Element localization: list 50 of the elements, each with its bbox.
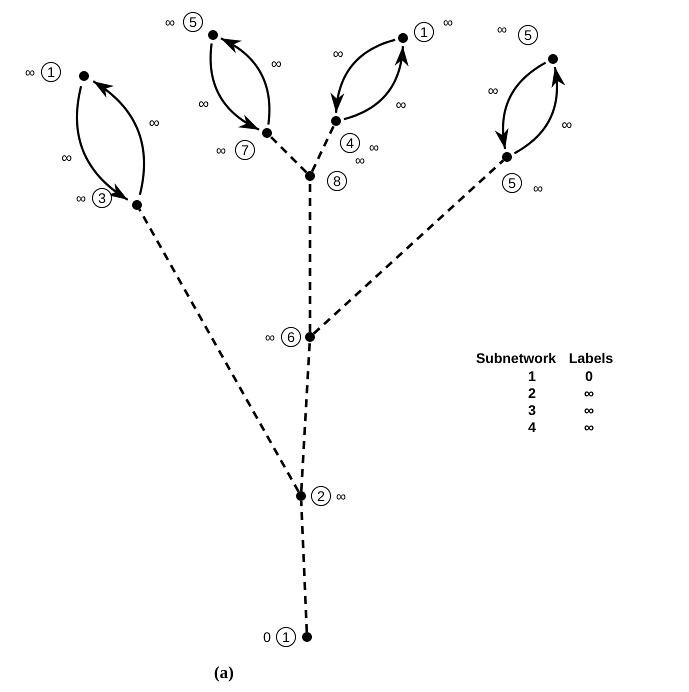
node-number: 5: [183, 12, 203, 32]
dashed-line: [310, 124, 336, 172]
curved-arrow: [330, 38, 396, 114]
table-cell: ∞: [584, 385, 594, 401]
table-cell: 2: [528, 385, 536, 401]
node-number: 7: [235, 140, 255, 160]
node-number: 6: [281, 327, 301, 347]
node-number: 1: [276, 627, 296, 647]
node-value: ∞: [265, 329, 275, 345]
curved-arrow: [220, 37, 270, 125]
node-number: 5: [518, 25, 538, 45]
table-cell: 4: [528, 419, 536, 435]
curved-arrow: [514, 66, 566, 154]
dashed-line: [308, 181, 312, 332]
node-value: ∞: [336, 488, 346, 504]
dashed-line: [300, 342, 312, 492]
node-number: 1: [414, 22, 434, 42]
table-cell: 3: [528, 402, 536, 418]
table-cell: ∞: [584, 402, 594, 418]
node-number: 2: [311, 486, 331, 506]
node-number: 5: [502, 173, 522, 193]
node-value: 0: [263, 629, 271, 645]
curved-arrow: [76, 86, 128, 201]
node-number: 4: [340, 133, 360, 153]
curved-arrow: [92, 80, 146, 195]
node-number: 3: [92, 188, 112, 208]
table-cell: 1: [528, 368, 536, 384]
node-value: ∞: [25, 64, 35, 80]
node-value: ∞: [216, 142, 226, 158]
dashed-line: [300, 500, 308, 632]
node-number: 1: [41, 62, 61, 82]
node-value: ∞: [165, 14, 175, 30]
dashed-line: [270, 136, 308, 174]
node-value: ∞: [369, 139, 379, 155]
node-value: ∞: [355, 152, 365, 168]
caption: (a): [214, 663, 234, 683]
column-header: Labels: [568, 350, 614, 366]
node-number: 8: [327, 171, 347, 191]
node-value: ∞: [76, 190, 86, 206]
curved-arrow: [494, 62, 546, 150]
node-value: ∞: [443, 14, 453, 30]
node-value: ∞: [533, 180, 543, 196]
table-cell: ∞: [584, 419, 594, 435]
dashed-line: [138, 208, 300, 492]
curved-arrow: [344, 46, 409, 120]
node-value: ∞: [497, 21, 507, 37]
column-header: Subnetwork: [476, 350, 556, 366]
table-cell: 0: [585, 368, 593, 384]
curved-arrow: [210, 43, 260, 131]
dashed-line: [312, 159, 504, 335]
